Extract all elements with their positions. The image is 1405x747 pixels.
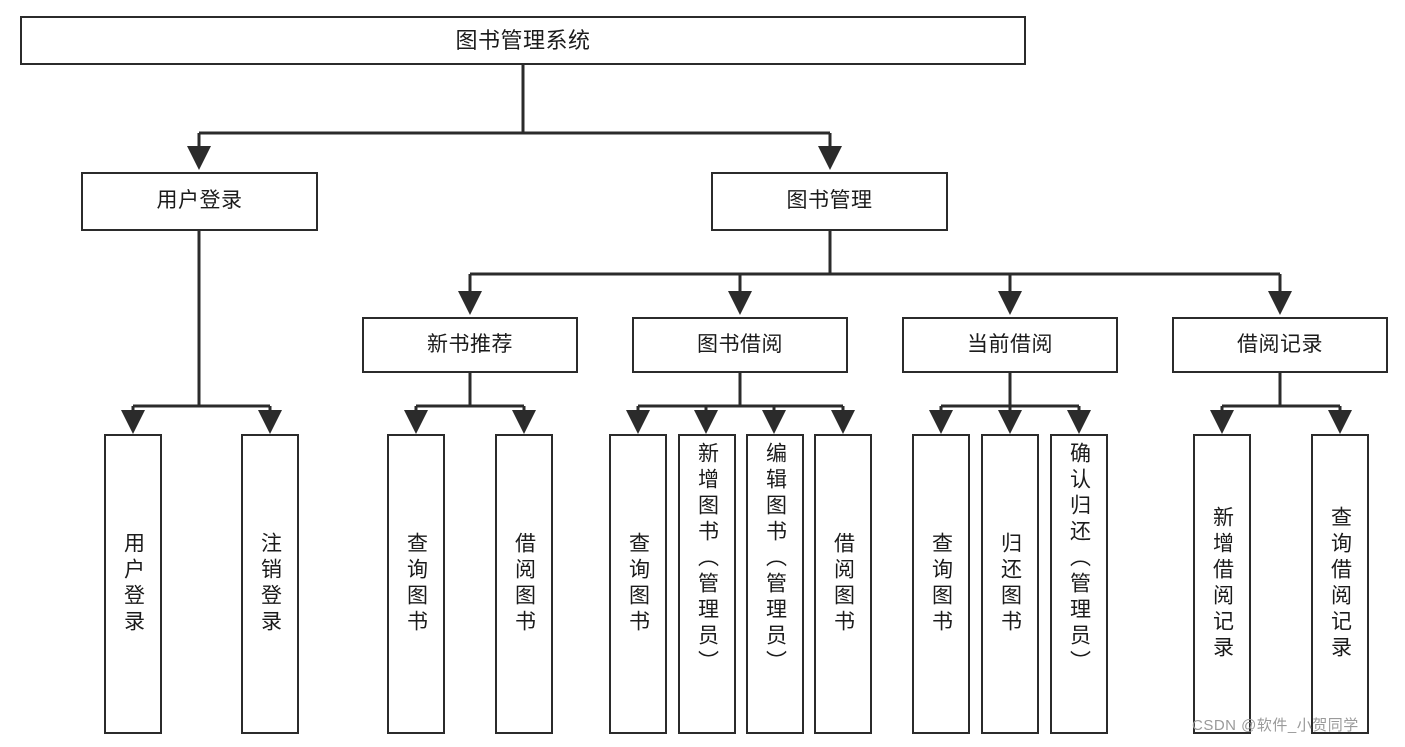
- leaf-user-login-logout[interactable]: 注销登录: [241, 434, 299, 734]
- node-label: 注销登录: [258, 532, 282, 636]
- leaf-current-query-book[interactable]: 查询图书: [912, 434, 970, 734]
- leaf-borrow-query-book[interactable]: 查询图书: [609, 434, 667, 734]
- node-book-borrowing[interactable]: 图书借阅: [632, 317, 848, 373]
- leaf-recommend-query-book[interactable]: 查询图书: [387, 434, 445, 734]
- leaf-borrow-edit-book-admin[interactable]: 编辑图书（管理员）: [746, 434, 804, 734]
- node-label: 编辑图书（管理员）: [763, 442, 787, 676]
- leaf-recommend-borrow-book[interactable]: 借阅图书: [495, 434, 553, 734]
- leaf-borrow-add-book-admin[interactable]: 新增图书（管理员）: [678, 434, 736, 734]
- node-root-book-management-system[interactable]: 图书管理系统: [20, 16, 1026, 65]
- node-label: 查询借阅记录: [1328, 506, 1352, 662]
- leaf-current-return-book[interactable]: 归还图书: [981, 434, 1039, 734]
- node-book-management[interactable]: 图书管理: [711, 172, 948, 231]
- node-label: 图书借阅: [697, 332, 783, 356]
- leaf-record-query-record[interactable]: 查询借阅记录: [1311, 434, 1369, 734]
- node-label: 借阅图书: [831, 532, 855, 636]
- leaf-user-login-login[interactable]: 用户登录: [104, 434, 162, 734]
- node-user-login[interactable]: 用户登录: [81, 172, 318, 231]
- node-label: 图书管理: [786, 189, 873, 213]
- leaf-borrow-borrow-book[interactable]: 借阅图书: [814, 434, 872, 734]
- node-label: 借阅记录: [1237, 332, 1323, 356]
- node-label: 图书管理系统: [455, 27, 591, 53]
- node-borrowing-records[interactable]: 借阅记录: [1172, 317, 1388, 373]
- leaf-current-confirm-return-admin[interactable]: 确认归还（管理员）: [1050, 434, 1108, 734]
- node-label: 确认归还（管理员）: [1067, 442, 1091, 676]
- watermark-text: CSDN @软件_小贺同学: [1192, 717, 1359, 734]
- node-label: 当前借阅: [967, 332, 1053, 356]
- node-label: 借阅图书: [512, 532, 536, 636]
- node-current-borrowing[interactable]: 当前借阅: [902, 317, 1118, 373]
- node-new-book-recommendation[interactable]: 新书推荐: [362, 317, 578, 373]
- node-label: 新书推荐: [427, 332, 513, 356]
- node-label: 用户登录: [121, 532, 145, 636]
- node-label: 查询图书: [929, 532, 953, 636]
- node-label: 查询图书: [404, 532, 428, 636]
- node-label: 用户登录: [156, 189, 243, 213]
- node-label: 查询图书: [626, 532, 650, 636]
- node-label: 新增借阅记录: [1210, 506, 1234, 662]
- node-label: 新增图书（管理员）: [695, 442, 719, 676]
- leaf-record-add-record[interactable]: 新增借阅记录: [1193, 434, 1251, 734]
- node-label: 归还图书: [998, 532, 1022, 636]
